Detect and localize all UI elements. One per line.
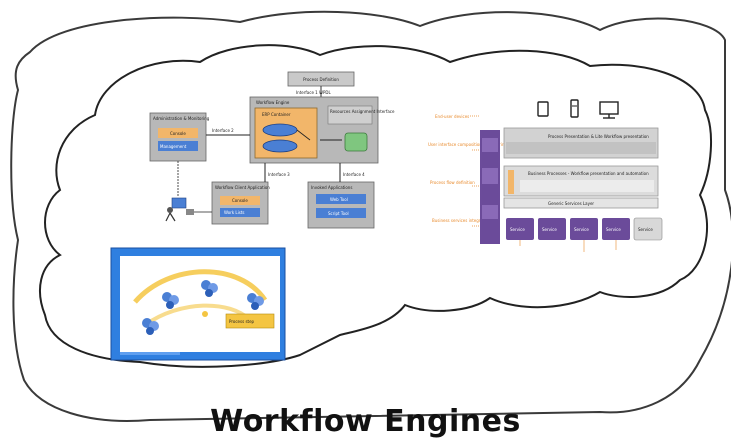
service-box-4: Service [602,218,630,240]
resource-box [327,105,373,125]
layer-label-3: Process flow definition [430,180,475,185]
client-inner: Console [232,198,248,203]
user-group-icon-3 [247,293,264,310]
admin-title: Administration & Monitoring [153,116,210,121]
interface3-label: Interface 3 [268,172,290,177]
interface1-label: Interface 1 WPDL [296,90,331,95]
invoked-title: Invoked Applications [311,185,352,190]
outer-cloud [10,10,731,422]
svg-text:Service: Service [638,227,653,232]
svg-text:Service: Service [510,227,525,232]
admin-blue: Management [160,144,187,149]
monitor-icon [599,101,619,119]
note-text: Process step [229,319,255,324]
erp-label: ERP Container [262,112,291,117]
tablet-icon [537,101,549,117]
resource-label: Resources Assignment Interface [330,109,395,114]
service-box-1: Service [506,218,534,240]
interface2-label: Interface 2 [212,128,234,133]
business-process-label: Business Processes - Workflow presentati… [528,171,649,176]
db-cylinder [344,132,368,152]
service-box-2: Service [538,218,566,240]
layer-label-2: User interface composition & rendering [428,142,507,147]
note-box [225,313,275,329]
generic-services-label: Generic Services Layer [548,201,594,206]
interface4-label: Interface 4 [343,172,365,177]
svg-text:Service: Service [606,227,621,232]
admin-inner: Console [170,131,186,136]
svg-text:Service: Service [574,227,589,232]
engine-ellipse-2 [262,139,298,153]
architecture-diagram: End-user devices User interface composit… [428,99,663,252]
user-group-icon-4 [142,318,159,335]
workflow-reference-model: Process Definition Interface 1 WPDL Work… [149,71,395,229]
invoked-box [307,181,375,229]
phone-icon [570,99,579,118]
service-box-3: Service [570,218,598,240]
layer-label-4: Business services integration [432,218,491,223]
invoked-2: Script Tool [328,211,349,216]
client-blue: Work Lists [224,210,244,215]
invoked-1: Web Tool [330,197,348,202]
svg-text:Service: Service [542,227,557,232]
diagram-caption: Workflow Engines [210,404,521,439]
engine-title: Workflow Engine [256,100,290,105]
engine-ellipse-1 [262,123,298,137]
presentation-label: Process Presentation & Lite Workflow pre… [548,134,649,139]
user-figure-icon [165,197,194,222]
client-title: Workflow Client Application [215,185,270,190]
process-screenshot-panel: Process step [110,247,286,361]
service-box-5: Service [633,217,663,241]
layer-label-1: End-user devices [435,114,469,119]
process-definition-label: Process Definition [303,77,339,82]
user-group-icon-1 [162,292,179,309]
generic-services-box [503,197,659,209]
user-group-icon-2 [201,280,218,297]
